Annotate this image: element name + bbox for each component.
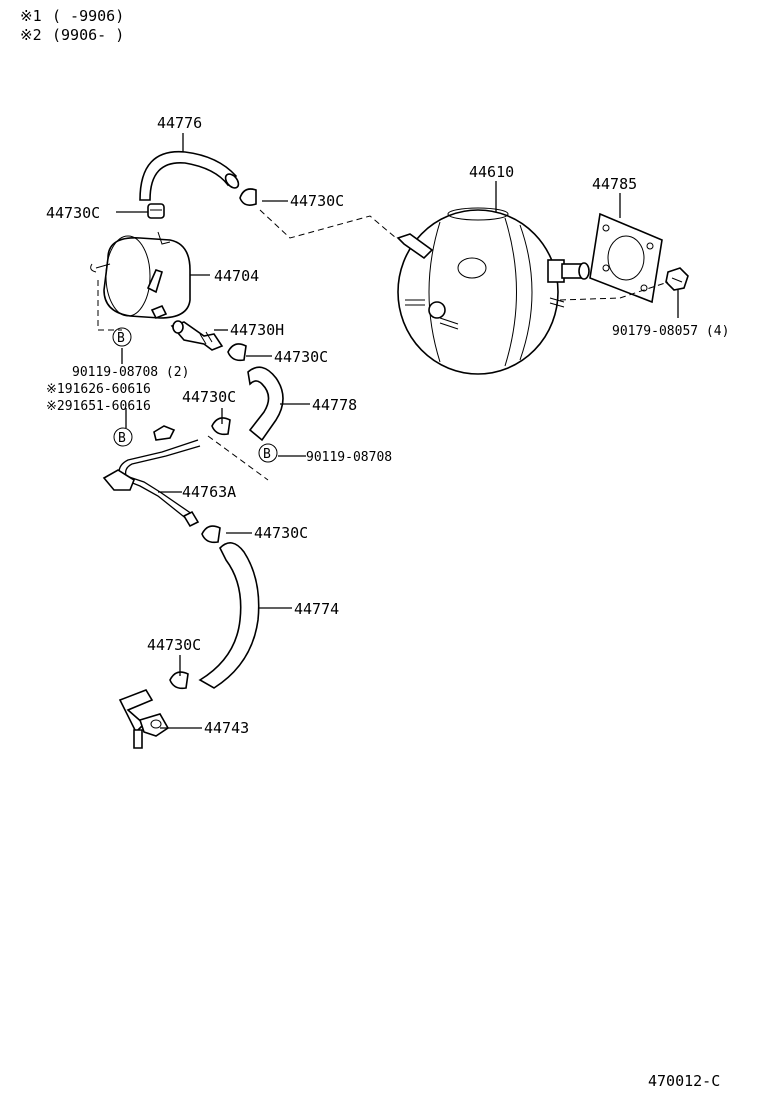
label-44763a: 44763A xyxy=(182,483,236,501)
svg-text:B: B xyxy=(118,431,126,446)
label-90119-b: 90119-08708 xyxy=(306,450,392,465)
label-44730c-b: 44730C xyxy=(290,192,344,210)
pipe-44763a xyxy=(102,425,201,528)
label-90119-a: 90119-08708 (2) xyxy=(72,365,189,380)
brake-booster-44610 xyxy=(396,207,590,375)
note-1-mark: ※1 xyxy=(20,7,42,25)
label-44730c-e: 44730C xyxy=(254,524,308,542)
clamp-44730c-f xyxy=(169,671,189,690)
label-44610: 44610 xyxy=(469,163,514,181)
label-44730c-d: 44730C xyxy=(182,388,236,406)
note-2: ※2 (9906- ) xyxy=(20,26,124,44)
label-44730c-a: 44730C xyxy=(46,204,100,222)
svg-text:B: B xyxy=(263,447,271,462)
note-2-range: (9906- ) xyxy=(52,26,124,44)
note-1-range: ( -9906) xyxy=(52,7,124,25)
label-44776: 44776 xyxy=(157,114,202,132)
union-44743 xyxy=(118,689,170,749)
hose-44776 xyxy=(139,150,238,201)
nut-90179 xyxy=(665,267,689,291)
label-90179: 90179-08057 (4) xyxy=(612,324,729,339)
gasket-44785 xyxy=(589,212,663,304)
label-44704: 44704 xyxy=(214,267,259,285)
svg-text:B: B xyxy=(117,331,125,346)
clamp-44730c-c xyxy=(227,343,247,362)
b-marker-2: B xyxy=(113,427,133,447)
clamp-44730c-e xyxy=(201,525,221,544)
label-44730c-f: 44730C xyxy=(147,636,201,654)
clamp-44730c-d xyxy=(211,417,231,436)
note-1: ※1 ( -9906) xyxy=(20,7,124,25)
label-44730c-c: 44730C xyxy=(274,348,328,366)
clamp-44730c-a xyxy=(147,203,165,219)
clamp-44730c-b xyxy=(239,188,257,206)
label-291651: ※291651-60616 xyxy=(46,399,151,414)
check-valve-44730h xyxy=(170,320,224,351)
label-44778: 44778 xyxy=(312,396,357,414)
label-44730h: 44730H xyxy=(230,321,284,339)
label-191626: ※191626-60616 xyxy=(46,382,151,397)
vacuum-tank-44704 xyxy=(90,231,191,320)
figure-code: 470012-C xyxy=(648,1072,720,1090)
leader-lines xyxy=(116,133,679,729)
note-2-mark: ※2 xyxy=(20,26,42,44)
label-44785: 44785 xyxy=(592,175,637,193)
label-44743: 44743 xyxy=(204,719,249,737)
label-44774: 44774 xyxy=(294,600,339,618)
hose-44774 xyxy=(198,542,260,689)
hose-44778 xyxy=(247,366,284,442)
b-marker-3: B xyxy=(258,443,278,463)
b-marker-1: B xyxy=(112,327,132,347)
